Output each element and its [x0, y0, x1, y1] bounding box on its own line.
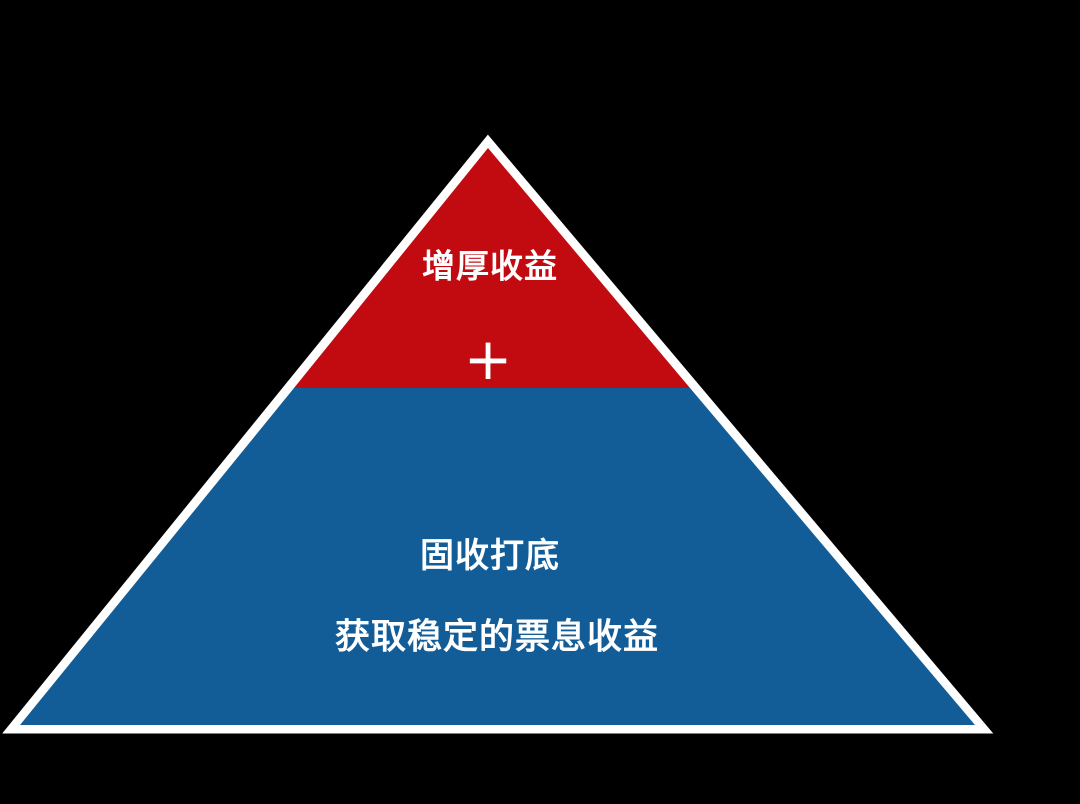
bottom-section-label-line1: 固收打底 — [420, 536, 560, 576]
plus-symbol: + — [463, 325, 513, 393]
top-section-label: 增厚收益 — [422, 246, 558, 286]
pyramid-top-red-triangle — [294, 148, 690, 388]
pyramid-bottom-blue-trapezoid — [20, 388, 975, 725]
bottom-section-label-line2: 获取稳定的票息收益 — [334, 617, 660, 658]
